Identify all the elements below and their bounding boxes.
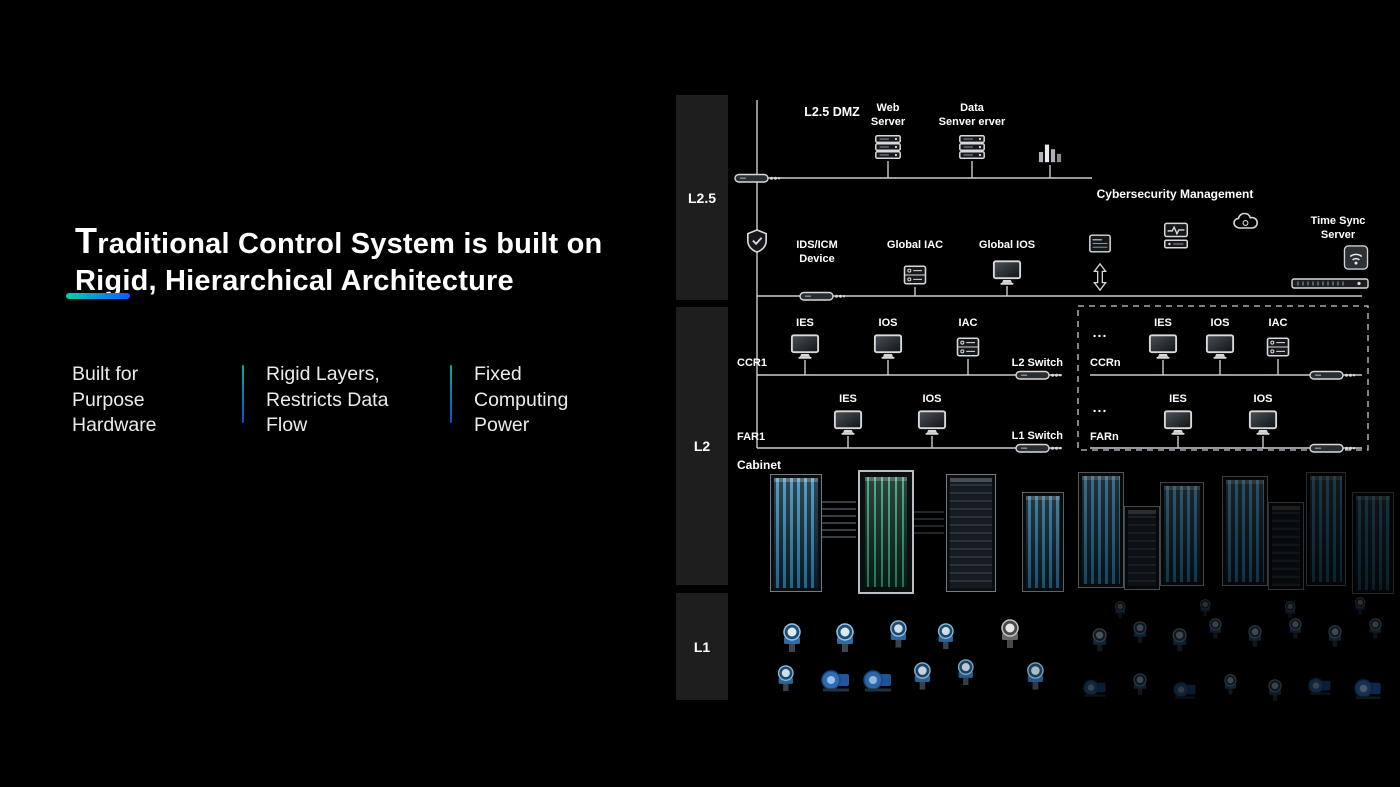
cabinet-image — [1268, 502, 1304, 590]
field-device-image — [1024, 662, 1047, 691]
field-device-image — [1353, 597, 1367, 615]
field-device-image — [863, 668, 893, 692]
bullet-divider — [242, 365, 244, 423]
field-device-image — [1170, 628, 1189, 652]
cabinet-image — [858, 470, 914, 594]
page-title: Traditional Control System is built on R… — [75, 218, 635, 300]
ies-label: IES — [1154, 317, 1172, 329]
level-band-l2: L2 — [676, 307, 728, 585]
field-device-image — [1131, 621, 1149, 644]
cabinet-label: Cabinet — [737, 458, 782, 472]
far1-label: FAR1 — [737, 431, 766, 443]
level-label: L2.5 — [687, 189, 716, 206]
farn-label: FARn — [1090, 431, 1119, 443]
cabinet-image — [1222, 476, 1268, 586]
field-device-image — [1354, 677, 1383, 700]
field-device-image — [1367, 618, 1384, 639]
field-device-image — [1207, 618, 1224, 639]
level-band-l2-5: L2.5 — [676, 95, 728, 300]
field-device-image — [911, 662, 934, 691]
field-device-image — [1287, 618, 1304, 639]
ios-label: IOS — [1253, 393, 1273, 405]
field-device-image — [998, 619, 1022, 649]
field-device-image — [1090, 628, 1109, 652]
field-device-image — [821, 668, 851, 692]
field-device-image — [1326, 625, 1344, 648]
ies-label: IES — [1169, 393, 1187, 405]
bullet-fixed-computing: Fixed Computing Power — [474, 363, 569, 437]
iac-label: IAC — [958, 317, 978, 329]
cabinet-image — [1078, 472, 1124, 588]
time-sync-server-label: Time Sync Server — [1310, 215, 1366, 242]
title-line-2: Rigid, Hierarchical Architecture — [75, 265, 514, 298]
global-iac-label: Global IAC — [886, 239, 944, 251]
bullet-list: Built for Purpose Hardware Rigid Layers,… — [72, 362, 594, 439]
field-device-image — [1246, 625, 1264, 648]
ios-label: IOS — [1210, 317, 1230, 329]
cabinet-image — [1022, 492, 1064, 592]
iac-label: IAC — [1268, 317, 1288, 329]
field-device-image — [775, 665, 797, 692]
field-device-image — [833, 623, 857, 653]
field-device-image — [955, 659, 977, 686]
dmz-title: L2.5 DMZ — [804, 105, 860, 119]
ids-icm-device-label: IDS/ICM Device — [796, 239, 838, 266]
cabinet-image — [1306, 472, 1346, 586]
cabinet-image — [1352, 492, 1394, 594]
accent-underline — [66, 293, 130, 299]
l1-switch-label: L1 Switch — [1011, 430, 1063, 442]
field-device-image — [1113, 601, 1127, 619]
cabinet-image — [770, 474, 822, 592]
field-device-image — [1198, 599, 1212, 617]
data-server-label: Data Senver erver — [938, 102, 1006, 129]
bullet-rigid-layers: Rigid Layers, Restricts Data Flow — [266, 363, 389, 437]
global-ios-label: Global IOS — [978, 239, 1036, 251]
cabinet-image — [1160, 482, 1204, 586]
field-device-image — [1308, 676, 1332, 695]
field-device-image — [1283, 601, 1297, 619]
level-label: L2 — [693, 438, 711, 454]
field-device-image — [780, 623, 804, 653]
field-device-image — [887, 620, 910, 649]
field-device-image — [1222, 674, 1239, 695]
ies-label: IES — [839, 393, 857, 405]
cabinet-image — [1124, 506, 1160, 590]
cybersecurity-management-label: Cybersecurity Management — [1096, 187, 1254, 201]
field-device-image — [1083, 678, 1107, 697]
web-server-label: Web Server — [870, 102, 906, 129]
ccrn-label: CCRn — [1090, 357, 1121, 369]
cabinet-image — [946, 474, 996, 592]
field-device-image — [1131, 673, 1149, 696]
level-band-l1: L1 — [676, 593, 728, 700]
ellipsis-label: ... — [1092, 399, 1108, 415]
field-device-image — [1266, 679, 1284, 702]
bullet-built-for-purpose: Built for Purpose Hardware — [72, 363, 157, 437]
level-label: L1 — [693, 638, 711, 655]
field-device-image — [1173, 680, 1197, 699]
ies-label: IES — [796, 317, 814, 329]
ccr1-label: CCR1 — [737, 357, 767, 369]
ellipsis-label: ... — [1092, 324, 1108, 340]
title-line-1: Traditional Control System is built on — [75, 220, 603, 261]
bullet-divider — [450, 365, 452, 423]
ios-label: IOS — [922, 393, 942, 405]
ios-label: IOS — [878, 317, 898, 329]
l2-switch-label: L2 Switch — [1011, 357, 1063, 369]
field-device-image — [935, 623, 957, 650]
